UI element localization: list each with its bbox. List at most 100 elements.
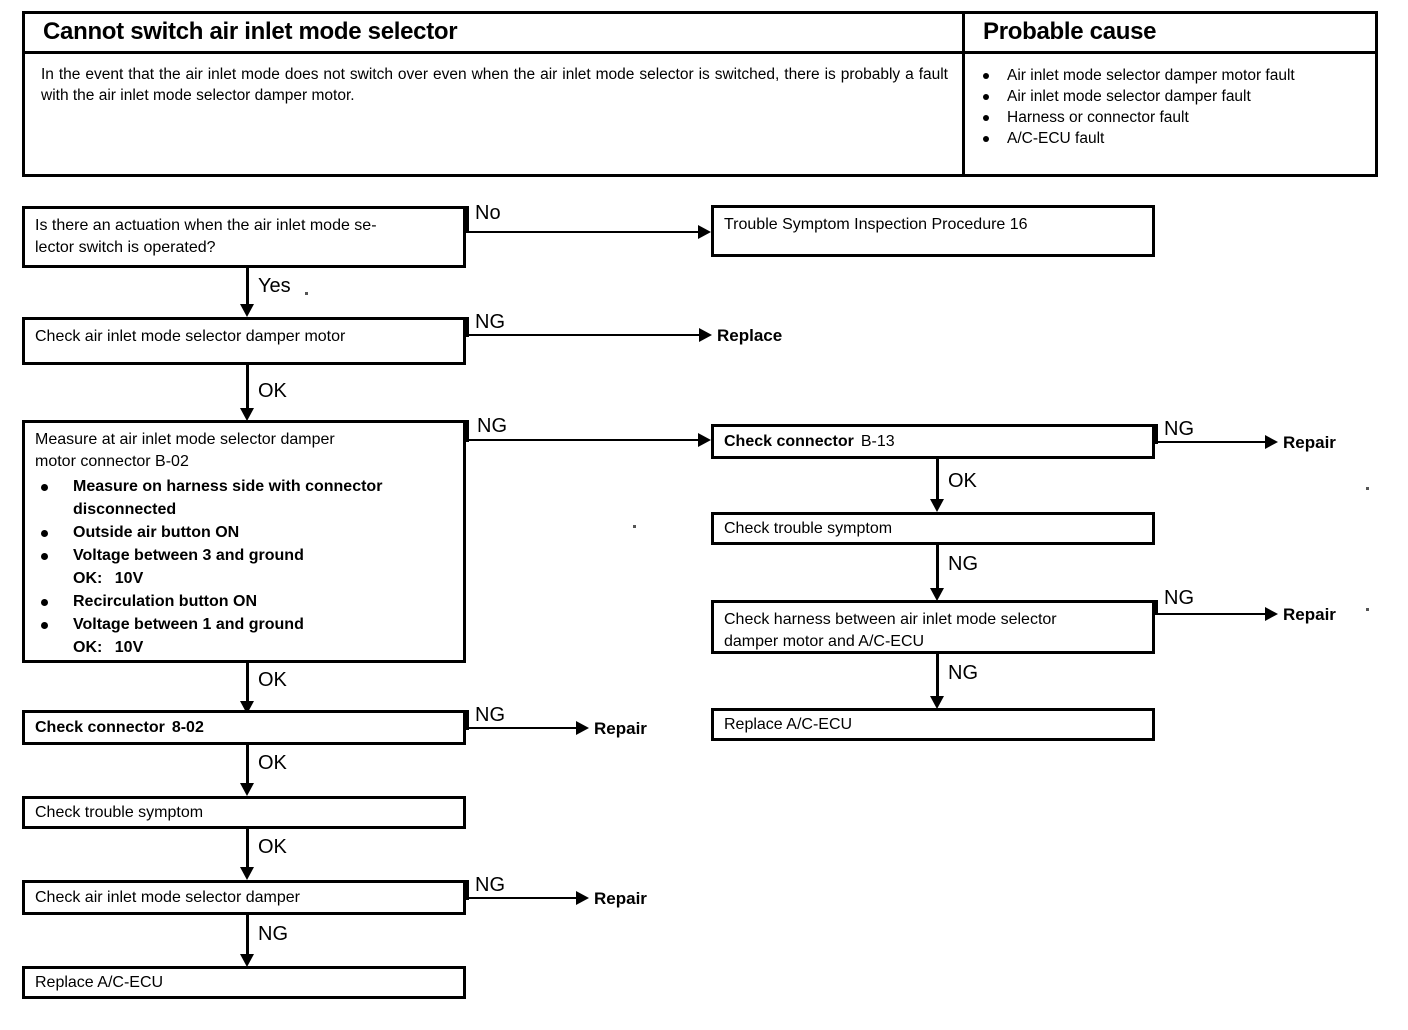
arrow-right-to-tsip <box>698 225 711 239</box>
terminal-repair-damper: Repair <box>594 889 647 908</box>
flow-node-replace-ac-ecu-left[interactable]: Replace A/C-ECU <box>22 966 466 999</box>
edge-label-ng-damper-down: NG <box>258 923 288 945</box>
list-item: A/C-ECU fault <box>975 128 1367 149</box>
edge-label-ok-trouble-left: OK <box>258 836 287 858</box>
list-item-ok-value-2: OK: 10V <box>35 636 455 659</box>
flow-node-replace-ac-ecu-right[interactable]: Replace A/C-ECU <box>711 708 1155 741</box>
arrow-down-ng-damper <box>240 954 254 967</box>
connector-horizontal-harness-to-repair <box>1155 613 1265 615</box>
list-item: Recirculation button ON <box>35 590 455 613</box>
arrow-right-to-repair-damper <box>576 891 589 905</box>
arrow-down-ng-trouble-right <box>930 588 944 601</box>
connector-vertical-ng-trouble-right <box>936 545 939 592</box>
scan-artifact-dot <box>1366 487 1369 490</box>
symptom-table: Cannot switch air inlet mode selector Pr… <box>22 11 1378 177</box>
scan-artifact-dot <box>305 292 308 295</box>
symptom-table-header-row: Cannot switch air inlet mode selector Pr… <box>25 14 1375 54</box>
edge-label-ng-conn-b02: NG <box>475 704 505 726</box>
arrow-down-ok-trouble-left <box>240 867 254 880</box>
connector-horizontal-damper-to-repair <box>466 897 576 899</box>
connector-vertical-ng-damper-down <box>246 915 249 958</box>
edge-label-ok-motor: OK <box>258 380 287 402</box>
flow-node-replace-ac-ecu-left-label: Replace A/C-ECU <box>35 974 164 991</box>
flow-node-replace-ac-ecu-right-label: Replace A/C-ECU <box>724 716 853 733</box>
flow-node-measure-line1: Measure at air inlet mode selector dampe… <box>35 431 335 448</box>
connector-vertical-ok-trouble-left <box>246 829 249 871</box>
connector-vertical-measure-right <box>466 420 469 442</box>
connector-vertical-ok-measure <box>246 663 249 705</box>
connector-vertical-harness-right <box>1155 600 1158 615</box>
probable-cause-cell: Air inlet mode selector damper motor fau… <box>965 54 1375 174</box>
connector-vertical-q1-right <box>466 206 469 232</box>
ok-value-2: 10V <box>114 639 144 656</box>
arrow-right-to-repair-b02 <box>576 721 589 735</box>
check-connector-b02-id: 8-02 <box>171 719 204 736</box>
arrow-right-to-replace <box>699 328 712 342</box>
list-item: Harness or connector fault <box>975 107 1367 128</box>
connector-horizontal-motor-to-replace <box>466 334 699 336</box>
flow-node-actuation-question-line2: lector switch is operated? <box>35 239 216 256</box>
arrow-down-ok-b02 <box>240 783 254 796</box>
arrow-down-ok-b13 <box>930 499 944 512</box>
check-connector-b13-bold: Check connector <box>724 433 854 450</box>
edge-label-no-1: No <box>475 202 501 224</box>
flow-node-check-damper-label: Check air inlet mode selector damper <box>35 889 301 906</box>
symptom-title: Cannot switch air inlet mode selector <box>43 18 458 45</box>
flow-node-check-trouble-symptom-right[interactable]: Check trouble symptom <box>711 512 1155 545</box>
arrow-down-ng-harness <box>930 696 944 709</box>
edge-label-ng-harness: NG <box>1164 587 1194 609</box>
connector-vertical-b13-right <box>1155 424 1158 444</box>
flow-node-actuation-question[interactable]: Is there an actuation when the air inlet… <box>22 206 466 268</box>
connector-horizontal-b13-to-repair <box>1155 441 1265 443</box>
symptom-description-cell: In the event that the air inlet mode doe… <box>25 54 965 174</box>
edge-label-ok-conn-b13: OK <box>948 470 977 492</box>
flow-node-tsip-label: Trouble Symptom Inspection Procedure 16 <box>724 216 1028 233</box>
ok-value-1: 10V <box>114 570 144 587</box>
flow-node-check-trouble-symptom-right-label: Check trouble symptom <box>724 520 893 537</box>
edge-label-ng-conn-b13: NG <box>1164 418 1194 440</box>
connector-vertical-ng-harness-down <box>936 654 939 700</box>
flow-node-trouble-symptom-inspection-16[interactable]: Trouble Symptom Inspection Procedure 16 <box>711 205 1155 257</box>
terminal-repair-b02: Repair <box>594 719 647 738</box>
probable-cause-list: Air inlet mode selector damper motor fau… <box>975 65 1367 149</box>
scan-artifact-dot <box>1366 608 1369 611</box>
symptom-header-cell: Cannot switch air inlet mode selector <box>25 14 965 51</box>
list-item: Air inlet mode selector damper motor fau… <box>975 65 1367 86</box>
cause-header-cell: Probable cause <box>965 14 1375 51</box>
edge-label-ng-harness-down: NG <box>948 662 978 684</box>
flow-node-check-harness-line1: Check harness between air inlet mode sel… <box>724 611 1057 628</box>
flow-node-check-connector-b13-text: Check connector B-13 <box>724 431 1144 453</box>
ok-label-1: OK: <box>73 570 103 587</box>
flow-node-check-damper[interactable]: Check air inlet mode selector damper <box>22 880 466 915</box>
edge-label-yes-1: Yes <box>258 275 291 297</box>
flow-node-check-trouble-symptom-left[interactable]: Check trouble symptom <box>22 796 466 829</box>
terminal-repair-harness: Repair <box>1283 605 1336 624</box>
symptom-table-body-row: In the event that the air inlet mode doe… <box>25 54 1375 174</box>
flow-node-check-damper-motor[interactable]: Check air inlet mode selector damper mot… <box>22 317 466 365</box>
connector-vertical-yes-1 <box>246 268 249 308</box>
connector-vertical-motor-right <box>466 317 469 337</box>
flow-node-measure-connector-b02[interactable]: Measure at air inlet mode selector dampe… <box>22 420 466 663</box>
check-connector-b13-id: B-13 <box>860 433 895 450</box>
flow-node-check-harness[interactable]: Check harness between air inlet mode sel… <box>711 600 1155 654</box>
arrow-down-yes-1 <box>240 304 254 317</box>
edge-label-ng-trouble-right: NG <box>948 553 978 575</box>
flow-node-check-trouble-symptom-left-label: Check trouble symptom <box>35 804 204 821</box>
arrow-right-to-check-connector-b13 <box>698 433 711 447</box>
arrow-down-ok-motor <box>240 408 254 421</box>
connector-vertical-b02-right <box>466 710 469 730</box>
arrow-right-to-repair-b13 <box>1265 435 1278 449</box>
edge-label-ng-damper: NG <box>475 874 505 896</box>
edge-label-ok-conn-b02: OK <box>258 752 287 774</box>
ok-label-2: OK: <box>73 639 103 656</box>
flow-node-measure-line2: motor connector B-02 <box>35 453 189 470</box>
flow-node-actuation-question-line1: Is there an actuation when the air inlet… <box>35 217 377 234</box>
connector-vertical-damper-right <box>466 880 469 900</box>
list-item: Voltage between 3 and ground <box>35 544 455 567</box>
edge-label-ng-measure: NG <box>477 415 507 437</box>
flow-node-check-connector-b13[interactable]: Check connector B-13 <box>711 424 1155 459</box>
connector-vertical-ok-b13 <box>936 459 939 503</box>
